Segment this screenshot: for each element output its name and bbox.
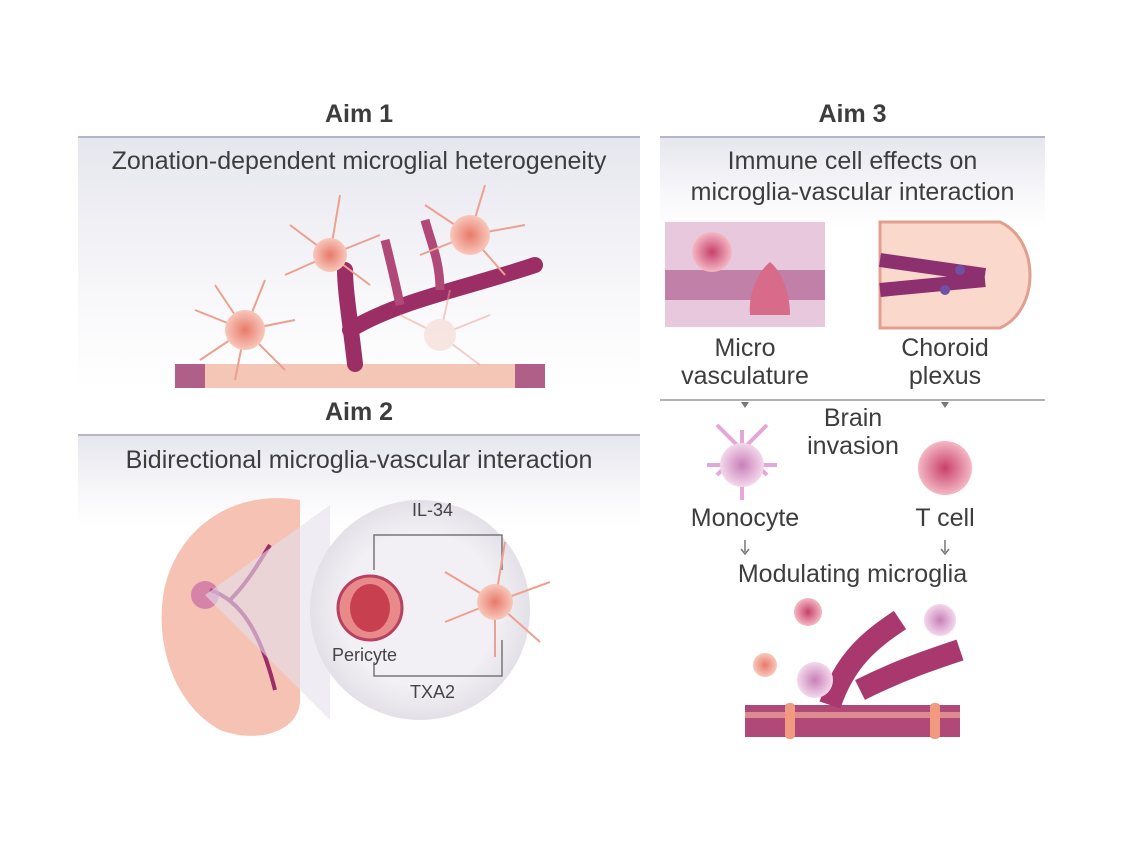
il34-label: IL-34	[412, 500, 454, 520]
aim3-panel	[660, 138, 1045, 228]
microvasculature-illustration	[665, 222, 825, 327]
pericyte-label: Pericyte	[332, 645, 398, 665]
aim2-brain-illustration	[161, 498, 551, 736]
aim2-heading: Aim 2	[324, 398, 394, 426]
aim3-title: Immune cell effects on microglia-vascula…	[660, 146, 1045, 208]
choroid-plexus-illustration	[878, 220, 1032, 330]
monocyte-illustration	[707, 423, 777, 500]
aim2-panel	[78, 436, 640, 526]
aim1-heading: Aim 1	[324, 100, 394, 128]
txa2-label: TXA2	[410, 682, 456, 702]
aim3-heading: Aim 3	[818, 100, 887, 128]
route-micro-vasculature: Micro vasculature	[665, 334, 825, 390]
route-left-line2: vasculature	[681, 362, 809, 390]
aim2-title: Bidirectional microglia-vascular interac…	[125, 446, 593, 474]
monocyte-label: Monocyte	[690, 504, 800, 532]
microglia-cells	[194, 184, 526, 381]
aim3-divider	[660, 136, 1045, 138]
brain-invasion-label: Brain invasion	[773, 404, 933, 460]
aim1-vessel-illustration	[175, 218, 545, 388]
aim1-title: Zonation-dependent microglial heterogene…	[111, 147, 607, 175]
t-cell-illustration	[918, 441, 972, 495]
middle-line1: Brain	[823, 404, 883, 432]
t-cell-label: T cell	[915, 504, 975, 532]
aim3-title-line2: microglia-vascular interaction	[690, 178, 1015, 206]
aim1-divider	[78, 136, 640, 138]
route-right-line1: Choroid	[901, 334, 989, 362]
route-left-line1: Micro	[714, 334, 776, 362]
modulating-microglia-label: Modulating microglia	[737, 560, 968, 588]
route-right-line2: plexus	[908, 362, 982, 390]
aim3-title-line1: Immune cell effects on	[727, 147, 978, 175]
modulating-microglia-illustration	[745, 598, 964, 739]
route-choroid-plexus: Choroid plexus	[865, 334, 1025, 390]
middle-line2: invasion	[807, 432, 899, 460]
aim2-divider	[78, 434, 640, 436]
